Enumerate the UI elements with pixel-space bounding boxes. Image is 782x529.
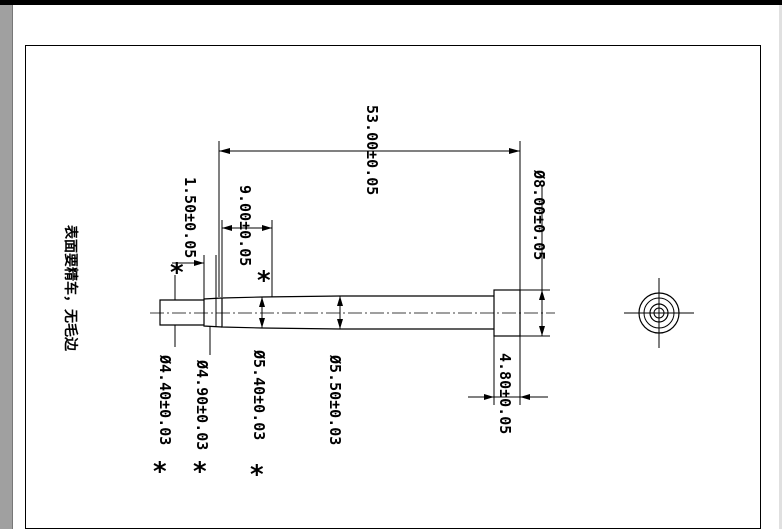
dim-text-step-2: 1.50±0.05 [181, 177, 199, 258]
dim-dia-5-40: Ø5.40±0.03 [250, 297, 268, 440]
pin-shank [221, 295, 494, 330]
technical-drawing: 53.00±0.05 9.00±0.05 1.50±0.05 Ø8.00 [62, 105, 694, 490]
pin-outline [150, 289, 555, 337]
dim-step-1: 9.00±0.05 [221, 185, 273, 297]
dim-head-length: 4.80±0.05 [468, 336, 548, 434]
drawing-sheet [25, 45, 761, 529]
dim-text-head-length: 4.80±0.05 [496, 353, 514, 434]
drawing-window: 53.00±0.05 9.00±0.05 1.50±0.05 Ø8.00 [0, 5, 782, 529]
dim-dia-5-50: Ø5.50±0.03 [326, 296, 344, 445]
critical-mark-4: * [193, 457, 207, 487]
dim-text-dia-3: Ø5.40±0.03 [250, 349, 268, 440]
dim-text-overall: 53.00±0.05 [363, 105, 381, 195]
dim-text-dia-1: Ø4.40±0.03 [156, 354, 174, 445]
dim-head-diameter: Ø8.00±0.05 [520, 169, 550, 337]
dim-text-dia-2: Ø4.90±0.03 [193, 359, 211, 450]
critical-mark-3: * [153, 457, 167, 487]
dim-dia-4-40: Ø4.40±0.03 [156, 275, 176, 445]
critical-mark-2: * [257, 266, 271, 296]
critical-mark-1: * [170, 258, 184, 288]
dim-text-step-1: 9.00±0.05 [236, 185, 254, 266]
surface-note: 表面要精车，无毛边 [62, 224, 79, 352]
right-edge [779, 5, 782, 529]
end-view [624, 278, 694, 348]
pin-tip [159, 299, 204, 326]
dim-dia-4-90: Ø4.90±0.03 [193, 326, 211, 450]
critical-mark-5: * [250, 460, 264, 490]
dim-text-dia-4: Ø5.50±0.03 [326, 354, 344, 445]
pin-step [203, 297, 223, 328]
left-scrollbar[interactable] [0, 5, 13, 529]
dim-step-2: 1.50±0.05 [172, 177, 217, 299]
dim-text-head-dia: Ø8.00±0.05 [530, 169, 548, 260]
dim-overall-length: 53.00±0.05 [218, 105, 521, 297]
